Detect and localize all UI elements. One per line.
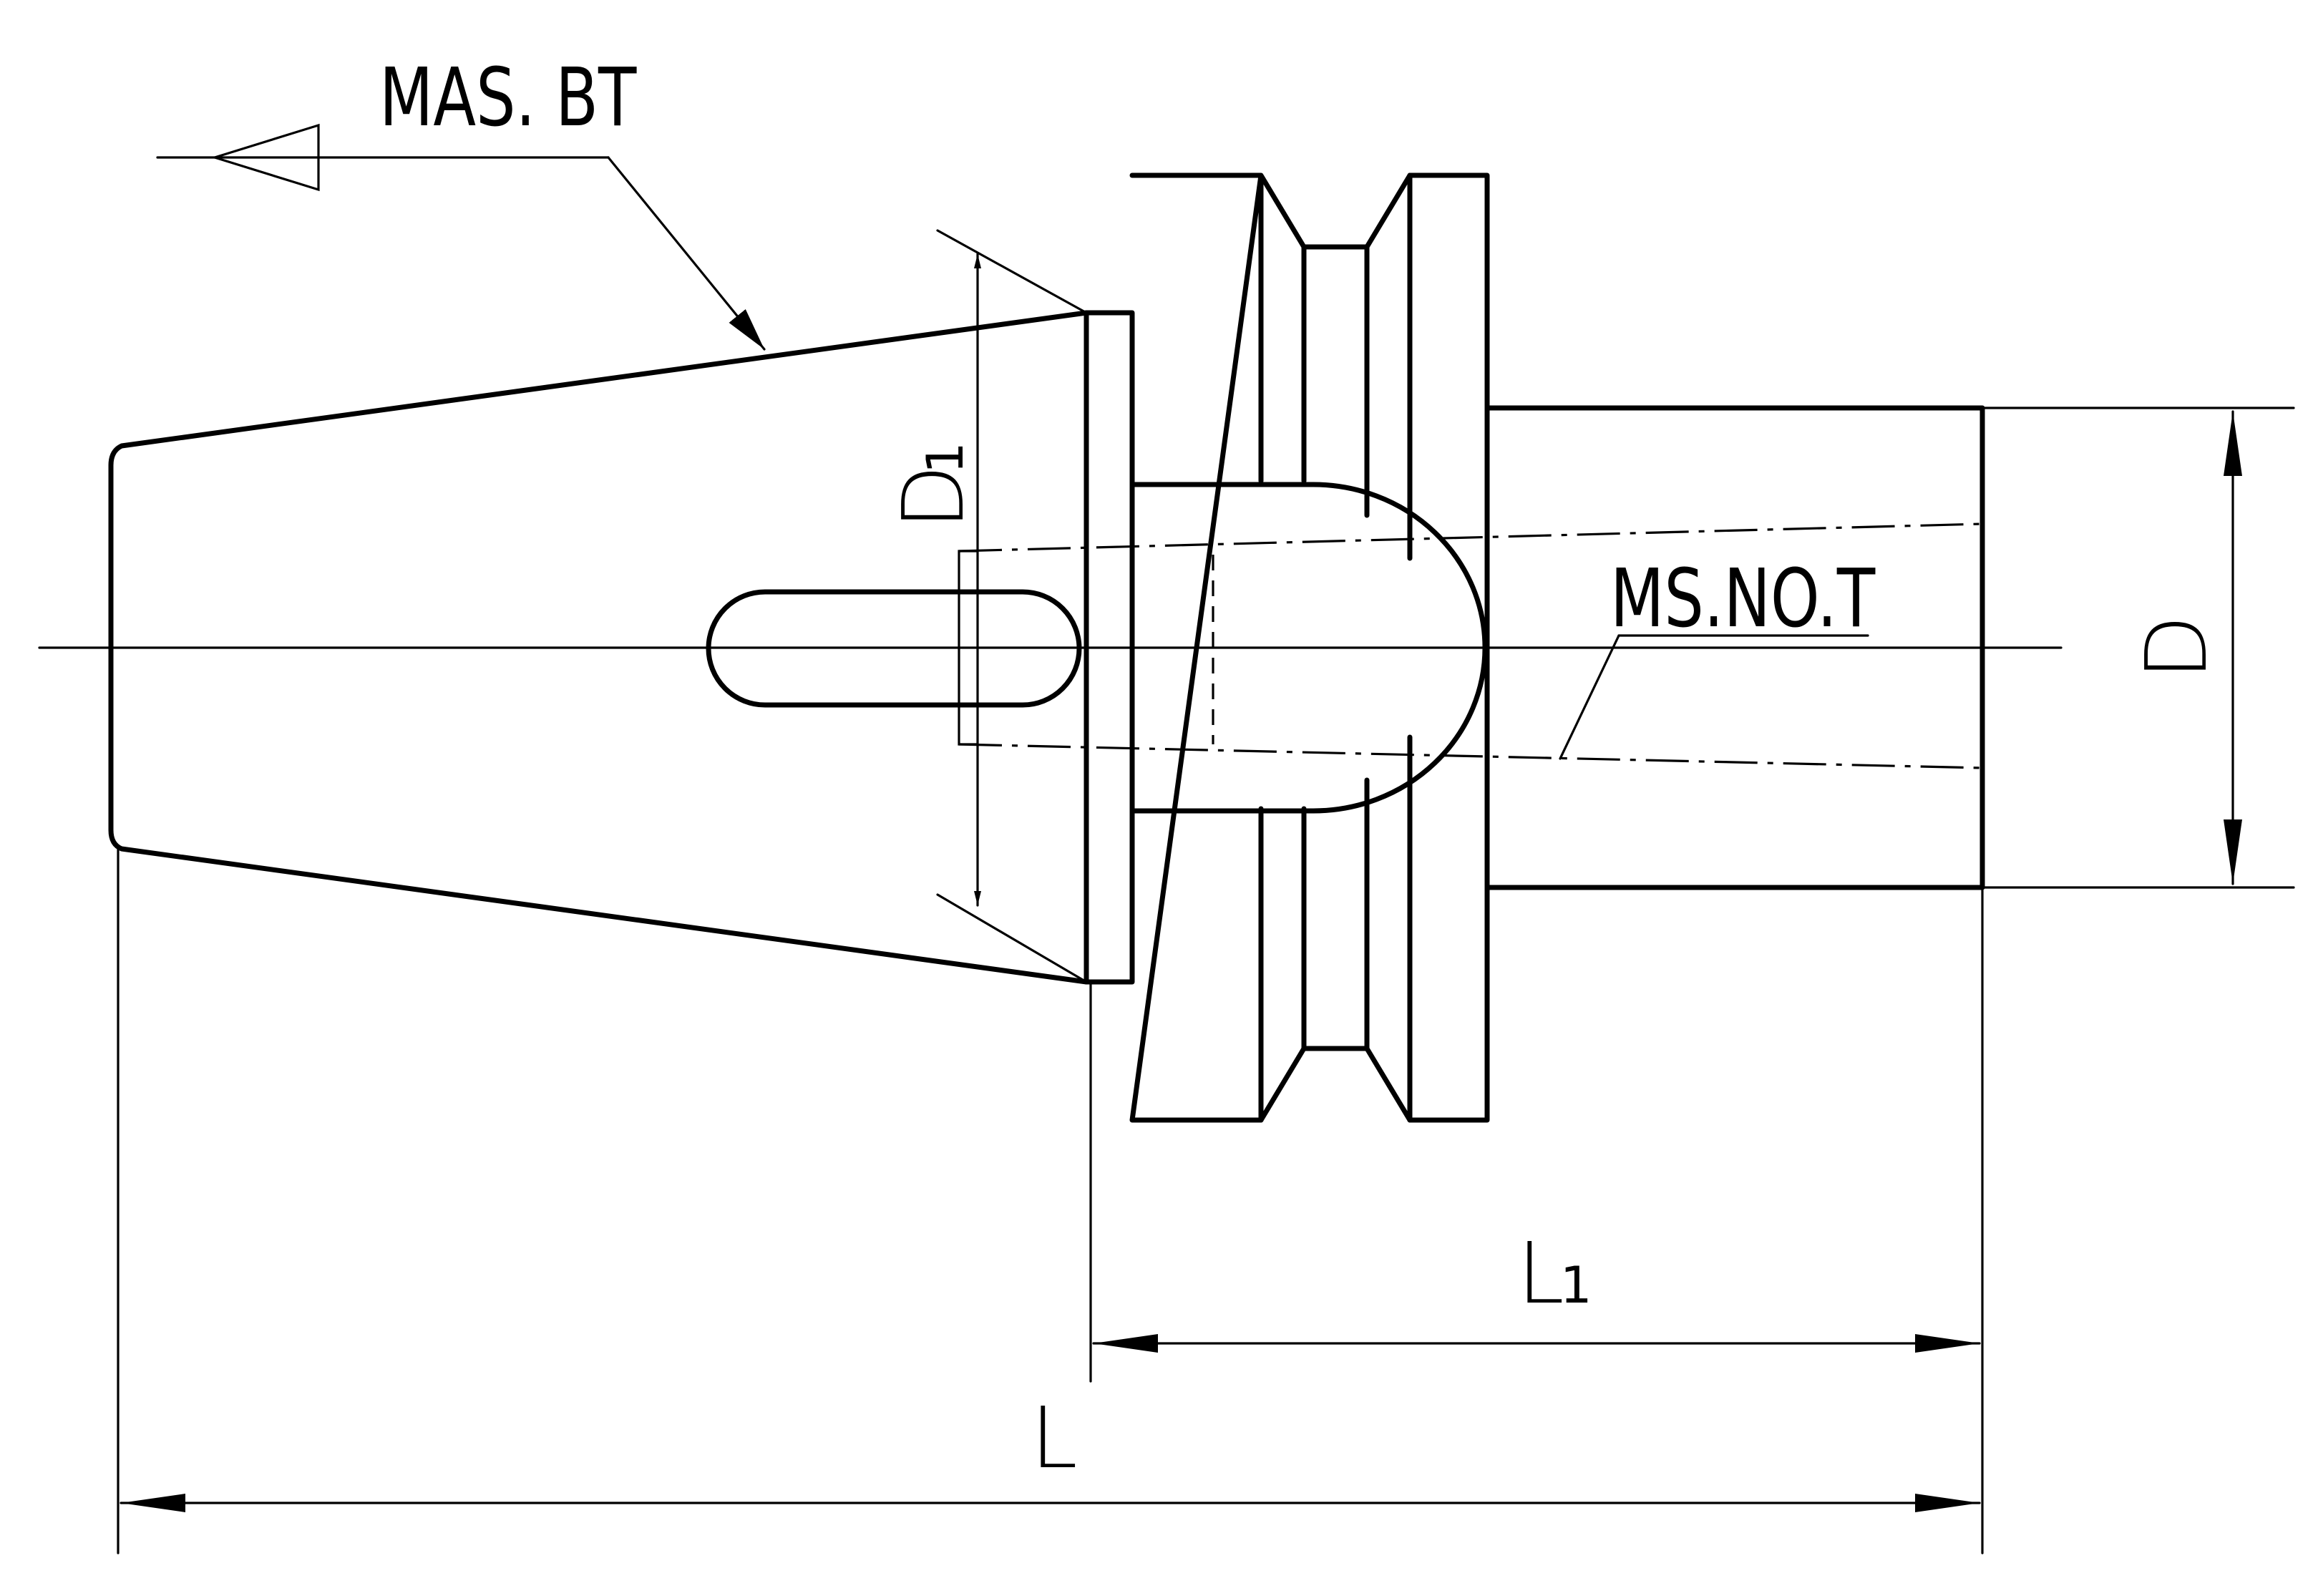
morse-taper-line-top <box>958 522 1983 553</box>
svg-text:1: 1 <box>1560 1256 1592 1315</box>
d1-extension-top <box>936 229 1088 314</box>
svg-text:L: L <box>1517 1224 1564 1323</box>
d1-extension-bottom <box>936 893 1088 983</box>
taper-cone <box>108 310 1089 985</box>
bore-section <box>1129 482 1488 814</box>
gauge-collar <box>1084 310 1135 985</box>
d1-reference-bracket <box>958 550 978 746</box>
l1-label: L 1 <box>1517 1224 1592 1323</box>
svg-text:D: D <box>884 464 983 530</box>
taper-direction-triangle <box>210 123 320 192</box>
svg-text:1: 1 <box>916 442 975 474</box>
d1-label: D 1 <box>884 442 983 530</box>
shank <box>1484 405 1985 890</box>
key-slot <box>706 589 1082 708</box>
bore-taper-leader-line <box>1559 634 1620 760</box>
d-label: D <box>2127 615 2226 680</box>
morse-taper-line-bottom <box>958 743 1983 769</box>
v-flange <box>1129 172 1490 1123</box>
l-label: L <box>1031 1388 1078 1487</box>
taper-standard-label: MAS. BT <box>379 51 637 144</box>
bore-taper-label: MS.NO.T <box>1610 552 1876 645</box>
taper-leader-line <box>607 156 766 351</box>
